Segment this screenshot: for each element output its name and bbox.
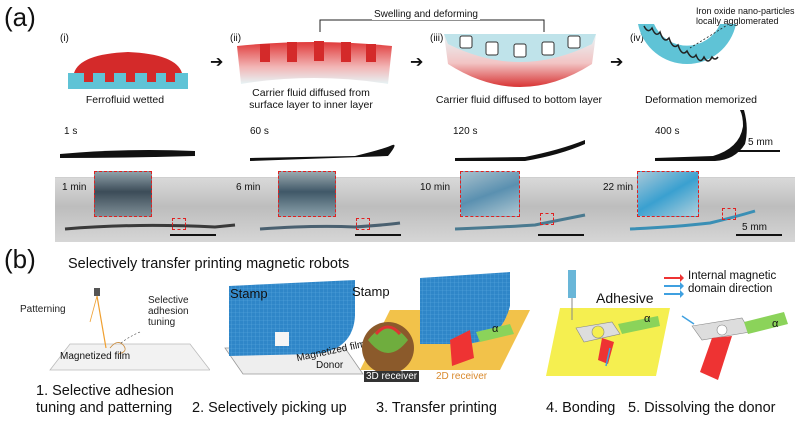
legend-label: Internal magnetic domain direction [688, 270, 777, 295]
alpha-label: α [644, 313, 651, 325]
photo-time-label: 6 min [236, 182, 261, 193]
scale-bar [736, 234, 782, 236]
step-2-caption: 2. Selectively picking up [192, 400, 347, 416]
schematic-wetted [68, 52, 188, 89]
patterning-label: Patterning [20, 304, 66, 315]
stage-2-roman: (ii) [230, 33, 242, 44]
alpha-label: α [772, 318, 779, 330]
arrow-right-icon: ➔ [210, 54, 224, 71]
donor-label: Donor [316, 360, 344, 371]
panel-b-title: Selectively transfer printing magnetic r… [68, 256, 350, 272]
stage-3-roman: (iii) [430, 33, 444, 44]
zoom-region [722, 208, 736, 220]
selective-adhesion-label: Selective adhesion tuning [148, 295, 189, 328]
receiver-2d-label: 2D receiver [436, 371, 488, 382]
scale-label-top: 5 mm [748, 137, 773, 148]
step-1-caption: 1. Selective adhesion tuning and pattern… [36, 383, 174, 416]
stage-4-roman: (iv) [630, 33, 644, 44]
zoom-inset [637, 171, 699, 217]
time-label: 120 s [453, 126, 478, 137]
receiver-3d-label: 3D receiver [364, 371, 420, 382]
scale-bar [355, 234, 401, 236]
legend-arrows-icon [664, 274, 684, 298]
stamp-label: Stamp [352, 284, 390, 299]
scale-label-bottom: 5 mm [742, 222, 767, 233]
step1-illustration [49, 288, 210, 371]
scale-bar-top [738, 150, 780, 152]
step2-illustration [224, 280, 364, 375]
photo-time-label: 1 min [62, 182, 87, 193]
zoom-region [172, 218, 186, 230]
photo-time-label: 22 min [603, 182, 634, 193]
scale-bar [538, 234, 584, 236]
stage-1-roman: (i) [60, 33, 69, 44]
schematic-diffused-bottom [444, 34, 596, 87]
time-label: 400 s [655, 126, 680, 137]
zoom-inset [94, 171, 152, 217]
step4-illustration [546, 270, 670, 376]
zoom-inset [460, 171, 520, 217]
stage-3-caption: Carrier fluid diffused to bottom layer [435, 94, 603, 106]
annotation-arrow-icon [689, 23, 730, 49]
panel-a-label: (a) [4, 2, 36, 32]
time-label: 1 s [64, 126, 78, 137]
zoom-region [540, 213, 554, 225]
stage-4-caption: Deformation memorized [644, 94, 758, 106]
panel-b-label: (b) [4, 244, 36, 274]
photo-films [64, 209, 756, 231]
arrow-right-icon: ➔ [610, 54, 624, 71]
schematic-memorized [638, 24, 736, 65]
adhesive-label: Adhesive [596, 290, 654, 306]
step-4-caption: 4. Bonding [546, 400, 616, 416]
step5-illustration [681, 312, 788, 380]
magnetized-film-label: Magnetized film [60, 351, 131, 362]
stage-1-caption: Ferrofluid wetted [85, 94, 165, 106]
film-deformation-sequence [60, 110, 747, 161]
nanoparticle-annotation: Iron oxide nano-particles locally agglom… [696, 6, 795, 26]
arrow-right-icon: ➔ [410, 54, 424, 71]
time-label: 60 s [250, 126, 269, 137]
zoom-inset [278, 171, 336, 217]
zoom-region [356, 218, 370, 230]
bracket-label: Swelling and deforming [372, 9, 480, 20]
photo-time-label: 10 min [420, 182, 451, 193]
step3-illustration [360, 272, 530, 374]
stamp-label: Stamp [230, 286, 268, 301]
step-3-caption: 3. Transfer printing [376, 400, 497, 416]
stage-2-caption: Carrier fluid diffused from surface laye… [249, 87, 373, 111]
schematic-diffused-inner [237, 41, 392, 84]
bracket [319, 19, 545, 32]
step-5-caption: 5. Dissolving the donor [628, 400, 776, 416]
alpha-label: α [492, 323, 499, 335]
scale-bar [170, 234, 216, 236]
